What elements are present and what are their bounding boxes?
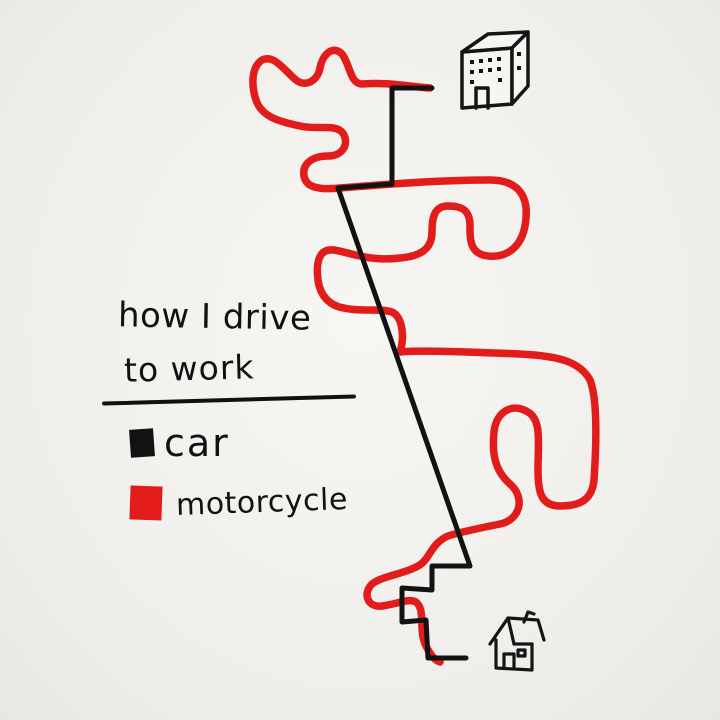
motorcycle-route-line bbox=[249, 46, 600, 666]
legend-item-car: car bbox=[129, 421, 230, 465]
legend-item-motorcycle: motorcycle bbox=[129, 482, 349, 523]
office-building-icon bbox=[460, 30, 530, 110]
motorcycle-legend-label: motorcycle bbox=[175, 482, 349, 523]
legend-title-line-2: to work bbox=[123, 347, 255, 390]
legend-title-line-1: how I drive bbox=[117, 295, 312, 339]
car-color-swatch bbox=[129, 428, 155, 458]
car-route-line bbox=[335, 85, 473, 661]
motorcycle-color-swatch bbox=[129, 485, 163, 521]
car-legend-label: car bbox=[164, 421, 230, 465]
house-icon bbox=[488, 610, 546, 672]
